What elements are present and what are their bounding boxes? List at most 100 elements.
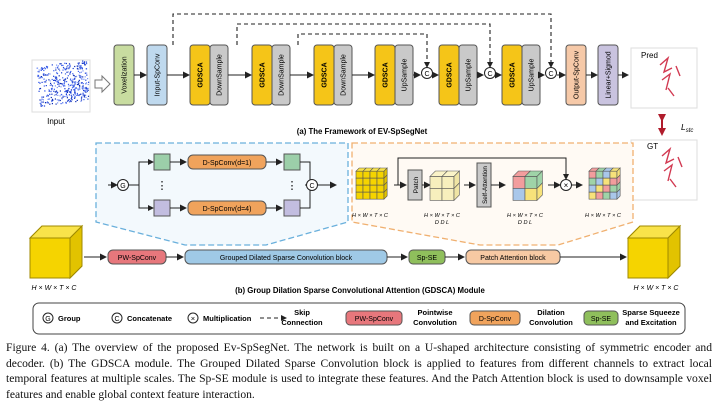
event-point [79, 76, 81, 78]
event-point [37, 71, 39, 73]
event-point [74, 88, 76, 90]
event-point [45, 81, 47, 83]
event-point [77, 89, 79, 91]
event-point [69, 71, 71, 74]
event-point [64, 91, 66, 93]
event-point [43, 85, 45, 87]
event-point [65, 92, 68, 94]
event-point [72, 78, 74, 80]
block-label: GDSCA [383, 62, 390, 87]
cube-cell [588, 177, 597, 186]
cube-cell [512, 188, 526, 201]
event-point [48, 98, 50, 100]
group-square [153, 199, 171, 217]
event-point [39, 87, 42, 90]
patch-attention-label: Patch Attention block [480, 255, 546, 262]
cube-cell [524, 176, 538, 189]
event-point [69, 91, 71, 93]
event-point [79, 88, 81, 90]
cube-cell [355, 170, 364, 179]
event-point [63, 82, 65, 84]
event-point [55, 77, 57, 79]
event-point [60, 83, 62, 85]
block-label: DownSample [341, 54, 348, 96]
event-point [55, 69, 57, 71]
event-point [53, 88, 55, 90]
block-label: Output-SpConv [574, 50, 581, 99]
gt-panel [630, 139, 698, 201]
concat-symbol: C [487, 71, 492, 78]
event-point [62, 66, 65, 69]
event-point [58, 75, 60, 77]
multiply-symbol: × [564, 181, 569, 190]
event-point [53, 82, 55, 84]
event-point [47, 102, 49, 104]
event-point [87, 95, 90, 97]
cube-cell [369, 184, 378, 193]
event-point [39, 82, 41, 84]
cube-cell [616, 188, 621, 200]
event-point [74, 91, 76, 93]
event-point [74, 87, 77, 89]
cube-cell [588, 170, 597, 179]
event-point [72, 84, 74, 86]
event-point [61, 64, 63, 67]
event-point [42, 99, 44, 101]
cube-cell [362, 170, 371, 179]
event-point [74, 83, 76, 85]
cube-left [28, 224, 84, 280]
event-point [49, 80, 51, 82]
event-point [66, 66, 68, 68]
event-point [44, 102, 47, 104]
event-point [56, 77, 58, 79]
event-point [53, 90, 55, 92]
event-point [80, 93, 82, 95]
event-point [78, 79, 80, 81]
event-point [51, 98, 54, 100]
event-point [53, 75, 55, 77]
figure-caption: Figure 4. (a) The overview of the propos… [6, 341, 712, 401]
event-point [77, 94, 79, 96]
event-point [73, 97, 76, 99]
event-point [67, 71, 69, 73]
event-point [69, 66, 71, 68]
concat-symbol: C [548, 71, 553, 78]
event-point [41, 67, 43, 69]
event-point [75, 87, 77, 89]
input-arrow [94, 74, 111, 94]
event-point [74, 77, 76, 79]
event-point [46, 74, 49, 76]
event-point [44, 67, 46, 69]
cube-cell [376, 177, 385, 186]
event-point [37, 75, 39, 78]
event-point [65, 91, 67, 93]
event-point [79, 86, 81, 88]
event-point [77, 88, 79, 90]
event-point [64, 73, 67, 75]
event-point [36, 67, 39, 69]
event-point [46, 66, 49, 68]
cube-cell [602, 177, 611, 186]
event-point [60, 103, 62, 105]
block-upsample: UpSample [458, 44, 478, 106]
event-point [80, 66, 82, 68]
event-point [72, 86, 74, 88]
event-point [79, 67, 81, 69]
event-point [86, 89, 88, 91]
block-input-spconv: Input-SpConv [146, 44, 168, 106]
event-point [44, 68, 46, 70]
event-point [74, 96, 76, 98]
cube-cell [602, 191, 611, 200]
cube-cell [429, 188, 443, 201]
event-point [74, 93, 76, 95]
event-point [84, 64, 86, 66]
event-point [38, 81, 40, 83]
event-point [42, 101, 44, 103]
event-point [51, 99, 53, 102]
event-point [70, 70, 72, 73]
cube-cell [588, 191, 597, 200]
legend-concat: Concatenate [127, 314, 172, 323]
concat-symbol: C [424, 71, 429, 78]
block-voxelization: Voxelization [113, 44, 135, 106]
